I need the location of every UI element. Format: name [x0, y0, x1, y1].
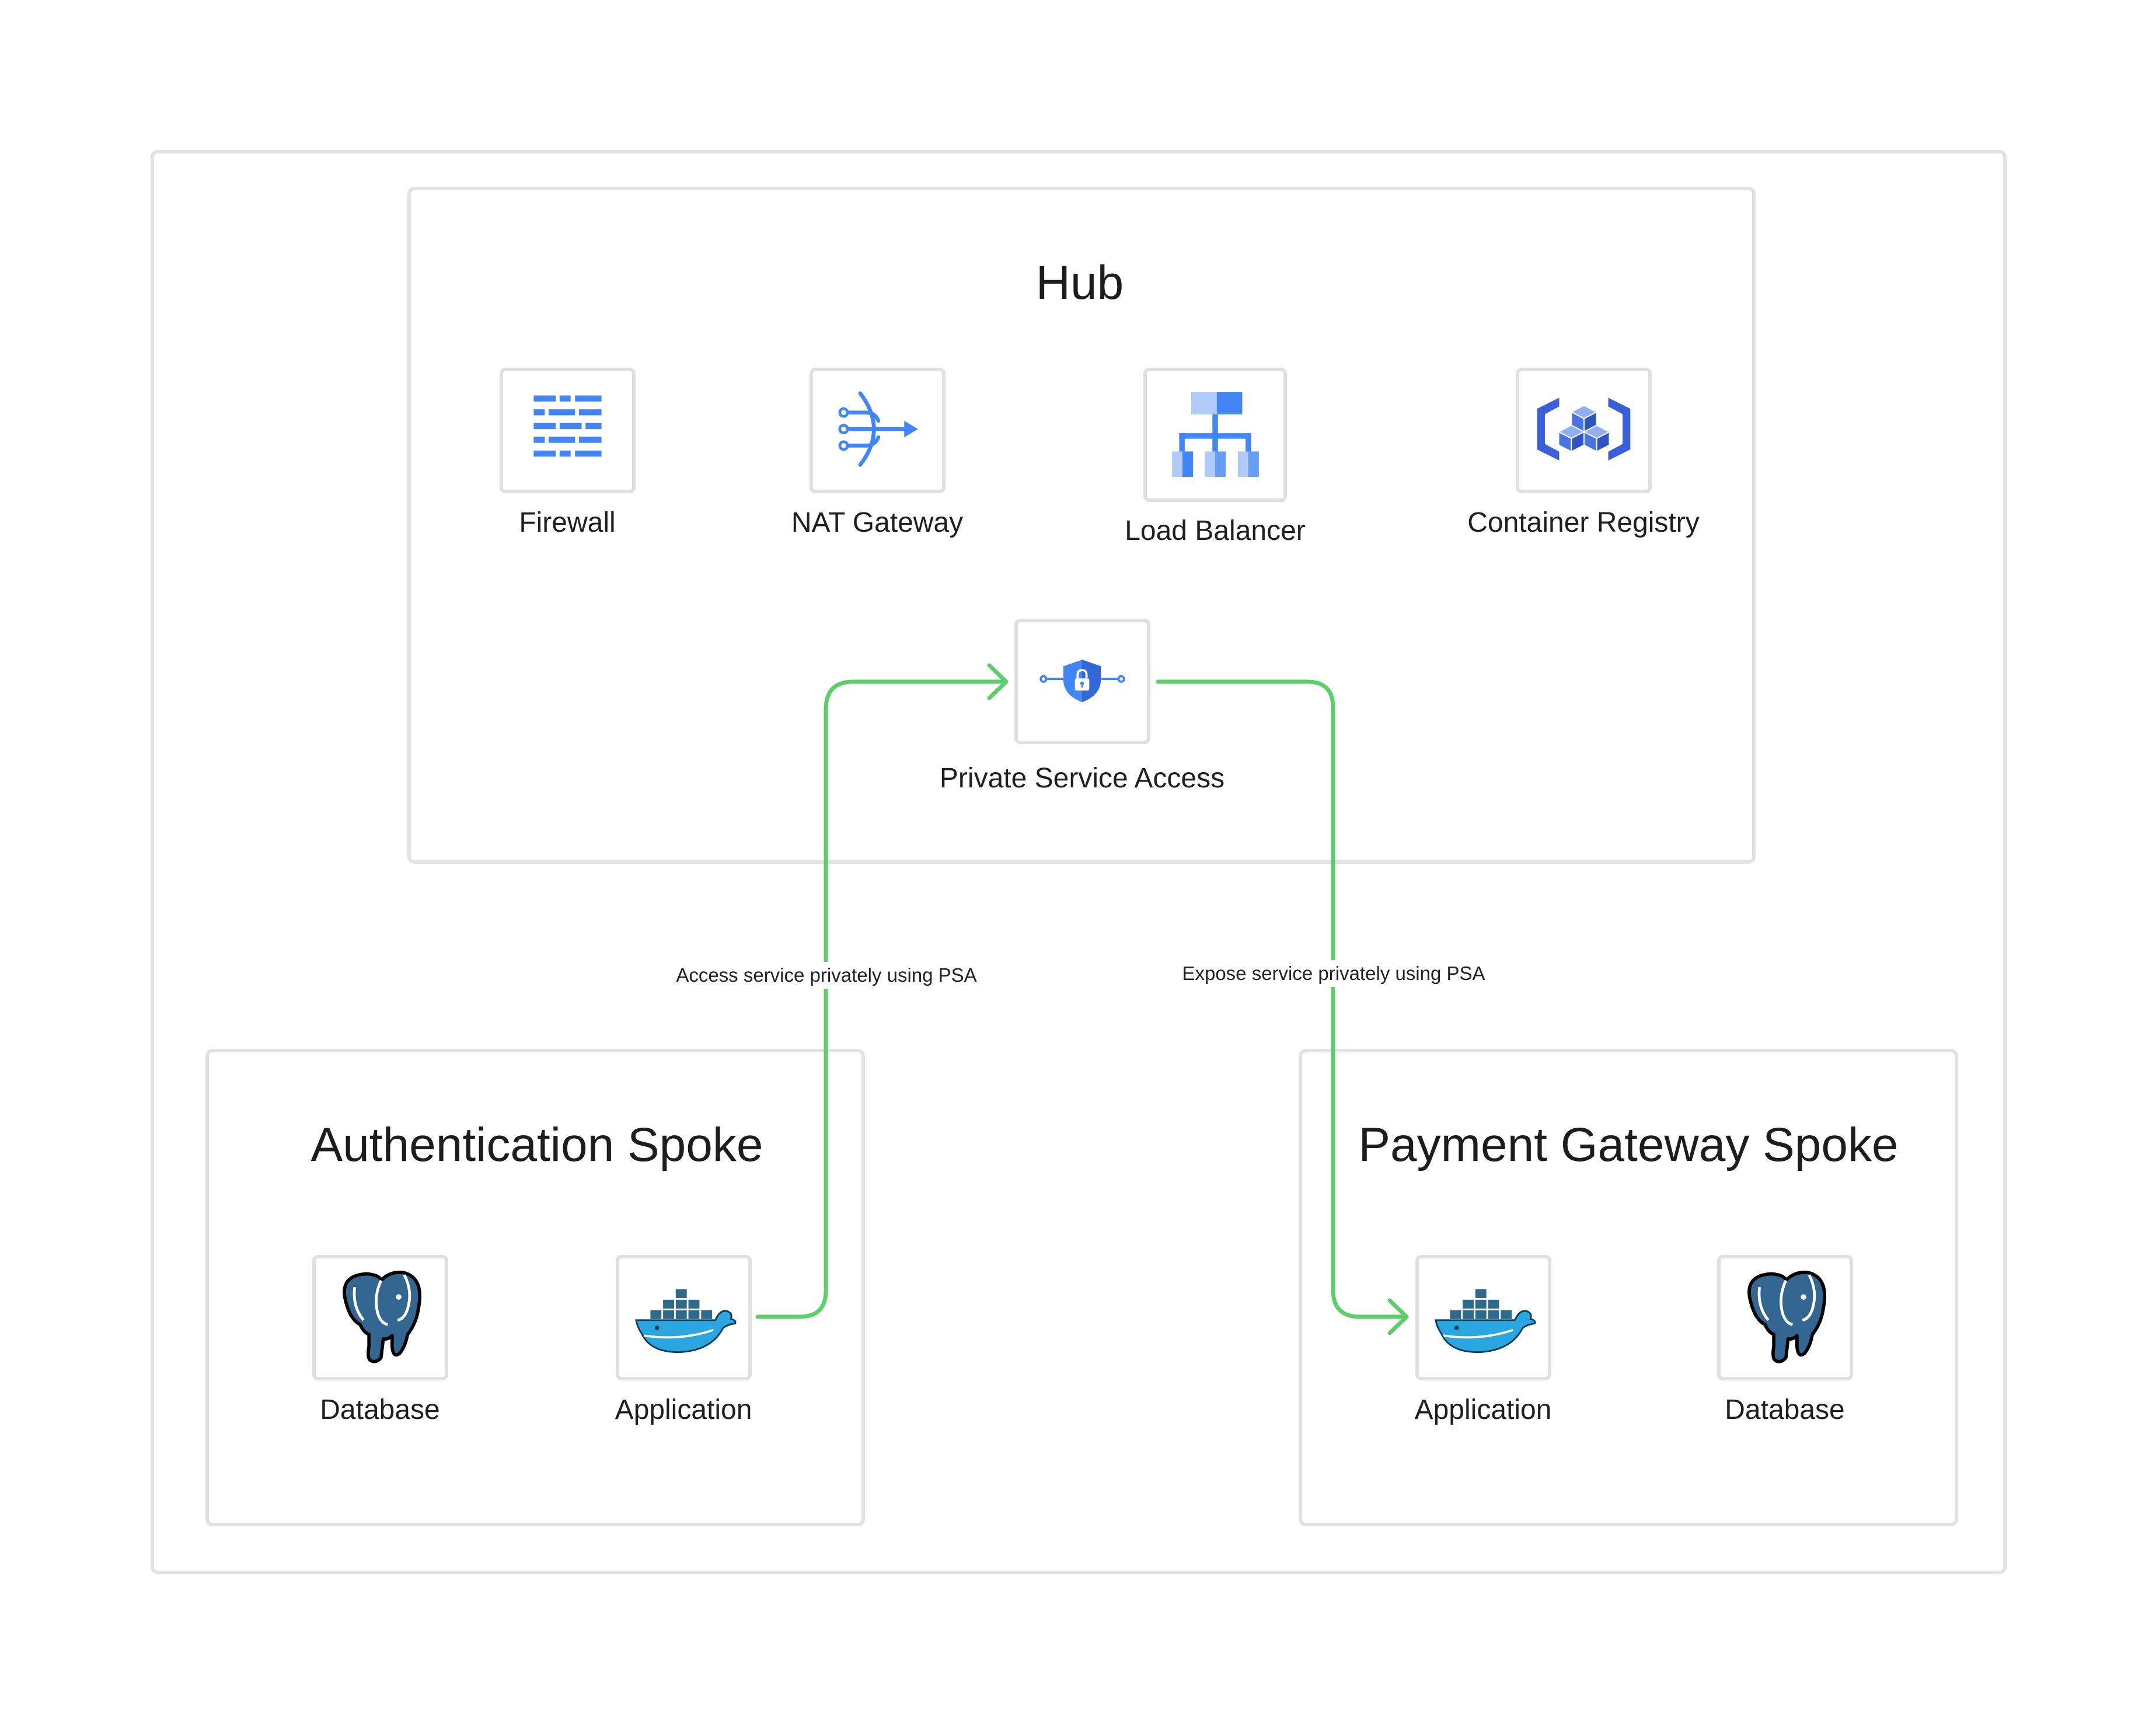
auth-spoke-title: Authentication Spoke: [311, 1118, 763, 1171]
load-balancer-label: Load Balancer: [1125, 515, 1306, 546]
edge-label-expose: Expose service privately using PSA: [1176, 960, 1491, 987]
psa-node[interactable]: [1014, 619, 1150, 744]
nat-gateway-icon: [838, 391, 918, 467]
container-registry-icon: [1537, 397, 1631, 461]
outer-frame: [151, 150, 2007, 1574]
auth-application-label: Application: [615, 1394, 752, 1425]
load-balancer-icon: [1172, 392, 1259, 477]
nat-gateway-node[interactable]: [810, 368, 946, 493]
firewall-node[interactable]: [500, 368, 636, 493]
auth-application-node[interactable]: [616, 1255, 752, 1380]
hub-frame: [407, 187, 1756, 864]
docker-whale-icon: [635, 1289, 737, 1353]
payment-spoke-title: Payment Gateway Spoke: [1358, 1118, 1899, 1171]
shield-lock-icon: [1039, 660, 1125, 702]
nat-gateway-label: NAT Gateway: [791, 507, 964, 538]
firewall-label: Firewall: [519, 507, 616, 538]
payment-database-label: Database: [1725, 1394, 1845, 1425]
payment-application-node[interactable]: [1415, 1255, 1551, 1380]
container-registry-node[interactable]: [1516, 368, 1652, 493]
payment-application-label: Application: [1414, 1394, 1552, 1425]
auth-database-label: Database: [320, 1394, 440, 1425]
psa-label: Private Service Access: [939, 763, 1225, 794]
auth-database-node[interactable]: [312, 1255, 448, 1380]
docker-whale-icon: [1435, 1289, 1536, 1353]
payment-database-node[interactable]: [1717, 1255, 1853, 1380]
postgresql-elephant-icon: [343, 1271, 422, 1363]
edge-label-access: Access service privately using PSA: [670, 962, 983, 989]
firewall-icon: [533, 395, 602, 457]
load-balancer-node[interactable]: [1143, 368, 1287, 502]
container-registry-label: Container Registry: [1467, 507, 1700, 538]
hub-title: Hub: [1035, 256, 1124, 309]
postgresql-elephant-icon: [1747, 1271, 1827, 1363]
